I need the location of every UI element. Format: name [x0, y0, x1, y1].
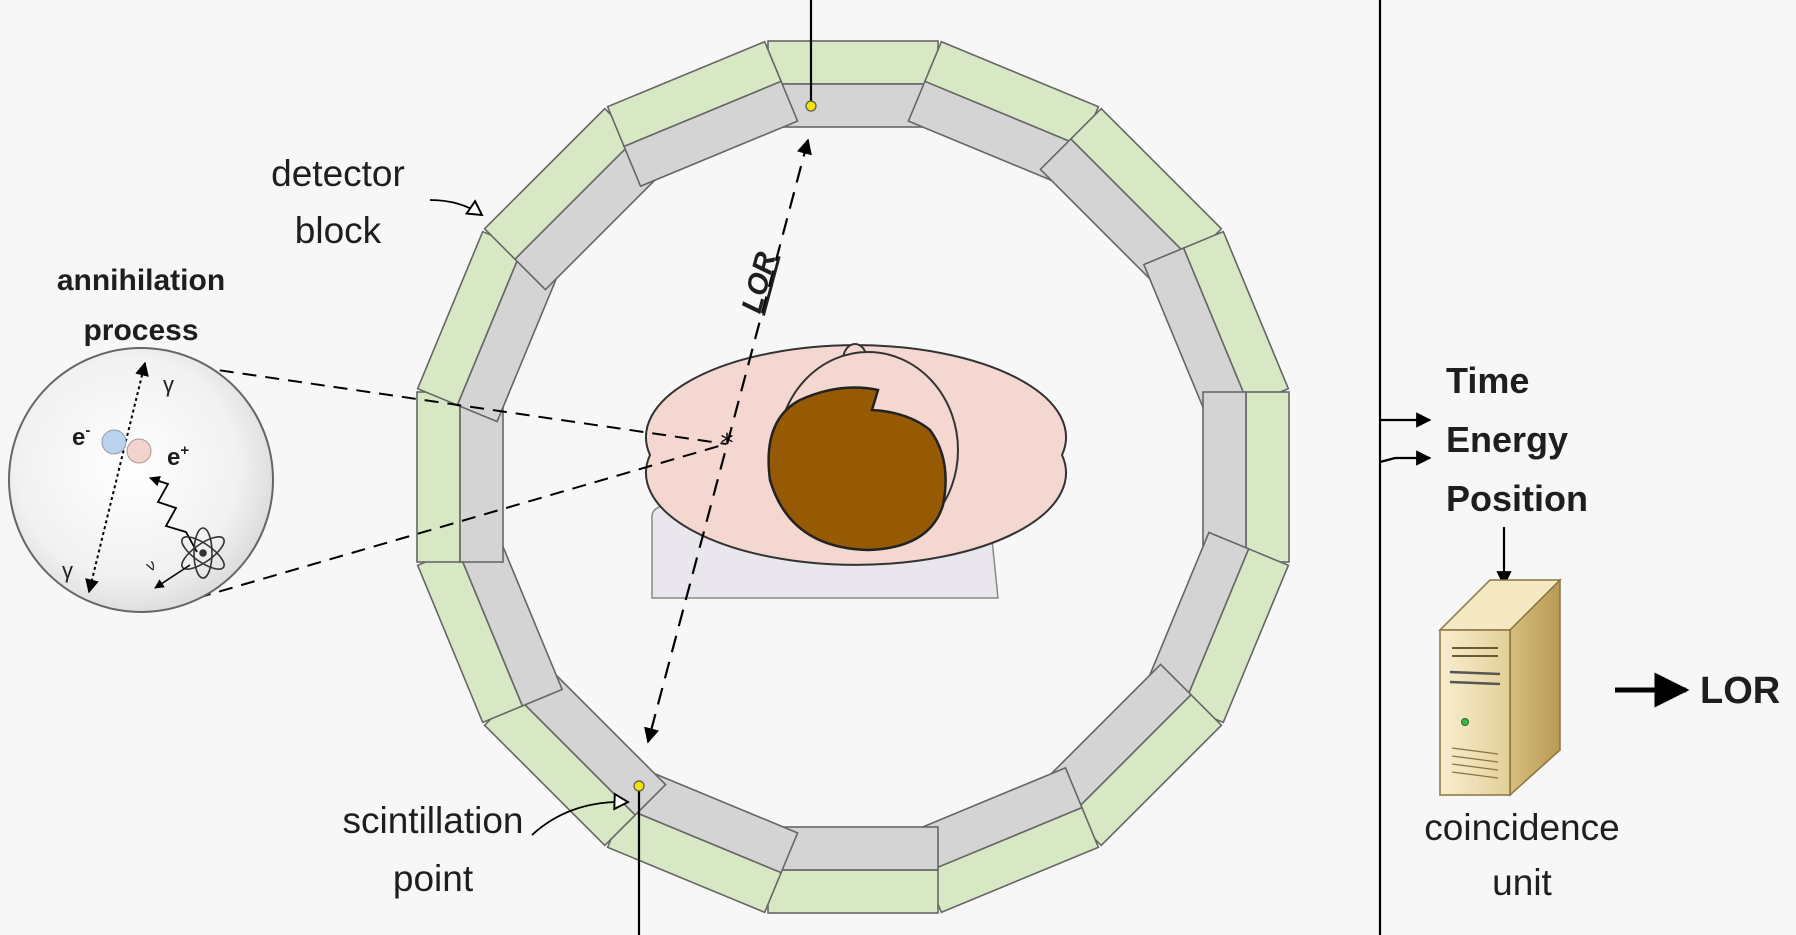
- detector-block: [1142, 230, 1290, 423]
- position-label: Position: [1446, 478, 1588, 519]
- scintillation-label-1: scintillation: [343, 800, 524, 841]
- coincidence-unit-server-icon: [1438, 578, 1562, 797]
- positron-label: e+: [167, 442, 189, 471]
- positron-particle: [126, 438, 152, 464]
- annihilation-pointer-lines: [196, 366, 727, 599]
- bus-to-energy-arrow: [1379, 450, 1432, 466]
- coincidence-label-1: coincidence: [1424, 807, 1619, 848]
- detector-block: [1202, 391, 1290, 563]
- detector-block: [416, 531, 564, 724]
- positron-path: [148, 475, 198, 553]
- detector-block-pointer: [429, 199, 482, 215]
- gamma-top-label: γ: [163, 372, 174, 397]
- annihilation-inset: [8, 347, 274, 613]
- scintillator-crystal: [1245, 391, 1290, 563]
- annihilation-label-2: process: [83, 314, 198, 347]
- detector-block: [907, 40, 1100, 188]
- scintillation-pointer: [531, 802, 628, 836]
- scintillator-crystal: [767, 40, 939, 85]
- label-pointers: [429, 199, 628, 836]
- electron-particle: [101, 429, 127, 455]
- neutrino-arrow: [154, 564, 191, 589]
- gamma-bottom-label: γ: [62, 558, 73, 583]
- scintillation-label-2: point: [393, 858, 474, 899]
- atom-icon: [181, 527, 225, 579]
- time-label: Time: [1446, 360, 1529, 401]
- annihilation-sphere: [8, 347, 274, 613]
- detector-label-2: block: [295, 210, 382, 251]
- annihilation-label-1: annihilation: [57, 264, 225, 297]
- annihilation-point-mark: *: [721, 429, 734, 459]
- scintillator-crystal: [767, 869, 939, 914]
- detector-ring: [416, 40, 1290, 914]
- detector-label-1: detector: [271, 153, 405, 194]
- detector-block: [767, 826, 939, 914]
- energy-label: Energy: [1446, 419, 1568, 460]
- scintillation-point-top: [805, 100, 817, 112]
- coincidence-label-2: unit: [1492, 862, 1552, 903]
- line-of-response: [644, 138, 812, 744]
- detector-block: [416, 391, 504, 563]
- lor-dashed-line: [644, 138, 812, 744]
- scintillation-point-bottom: [633, 780, 645, 792]
- electron-label: e-: [72, 422, 90, 451]
- signal-wiring: [637, 0, 1690, 935]
- lor-output-label: LOR: [1700, 670, 1780, 712]
- scintillator-crystal: [416, 391, 461, 563]
